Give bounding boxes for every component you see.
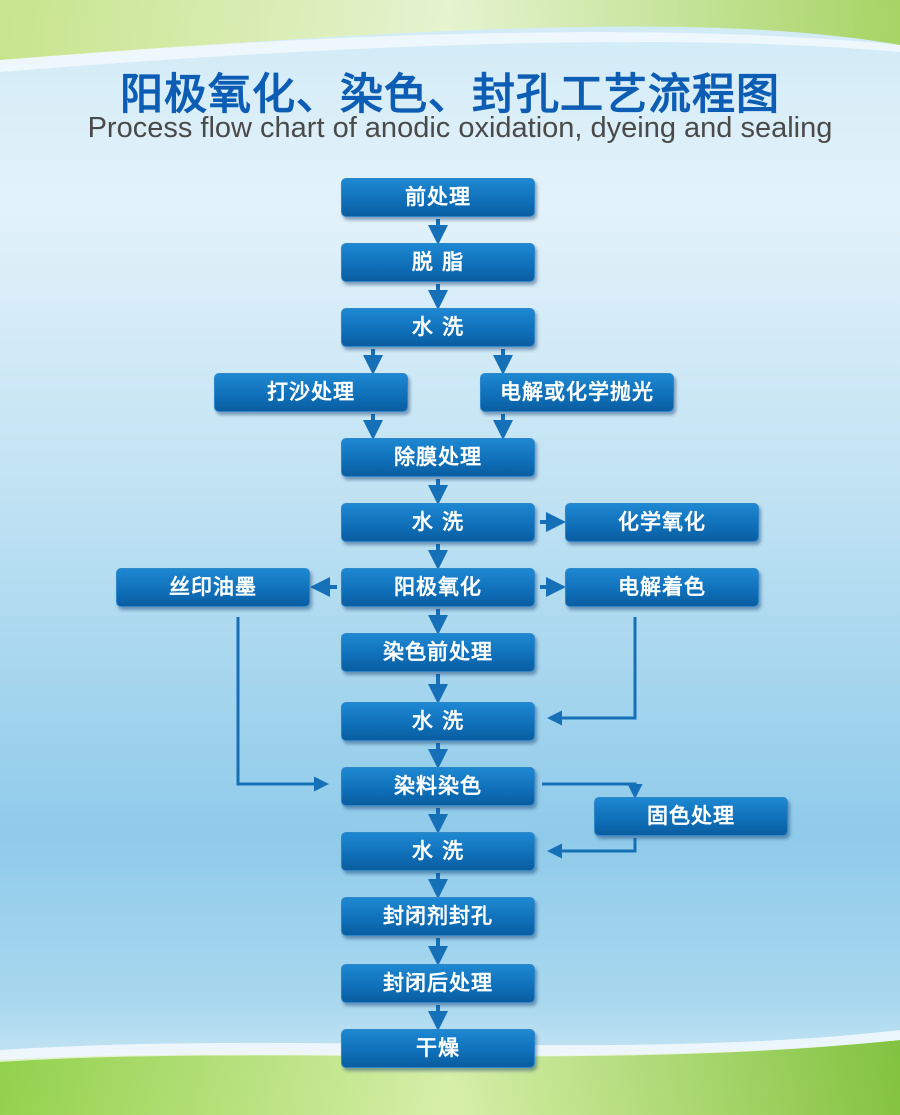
arrow-silkscreen-dyeing bbox=[236, 617, 329, 792]
step-pretreatment: 前处理 bbox=[341, 178, 535, 217]
step-anodizing: 阳极氧化 bbox=[341, 568, 535, 607]
step-sanding: 打沙处理 bbox=[214, 373, 408, 412]
step-post-seal: 封闭后处理 bbox=[341, 964, 535, 1003]
arrow-electrolytic-wash3 bbox=[547, 617, 637, 726]
step-sealing: 封闭剂封孔 bbox=[341, 897, 535, 936]
step-wash-1: 水 洗 bbox=[341, 308, 535, 347]
step-chemical-oxidation: 化学氧化 bbox=[565, 503, 759, 542]
step-degreasing: 脱 脂 bbox=[341, 243, 535, 282]
page-title: 阳极氧化、染色、封孔工艺流程图 bbox=[120, 70, 780, 120]
arrow-colorfixing-wash4 bbox=[547, 838, 637, 859]
step-drying: 干燥 bbox=[341, 1029, 535, 1068]
step-wash-3: 水 洗 bbox=[341, 702, 535, 741]
step-color-fixing: 固色处理 bbox=[594, 797, 788, 836]
step-electrolytic-coloring: 电解着色 bbox=[565, 568, 759, 607]
step-wash-4: 水 洗 bbox=[341, 832, 535, 871]
step-polishing: 电解或化学抛光 bbox=[480, 373, 674, 412]
arrow-dyeing-colorfixing bbox=[542, 782, 643, 799]
step-pre-dye: 染色前处理 bbox=[341, 633, 535, 672]
step-dyeing: 染料染色 bbox=[341, 767, 535, 806]
step-silkscreen: 丝印油墨 bbox=[116, 568, 310, 607]
page-subtitle: Process flow chart of anodic oxidation, … bbox=[87, 112, 833, 144]
step-film-removal: 除膜处理 bbox=[341, 438, 535, 477]
step-wash-2: 水 洗 bbox=[341, 503, 535, 542]
